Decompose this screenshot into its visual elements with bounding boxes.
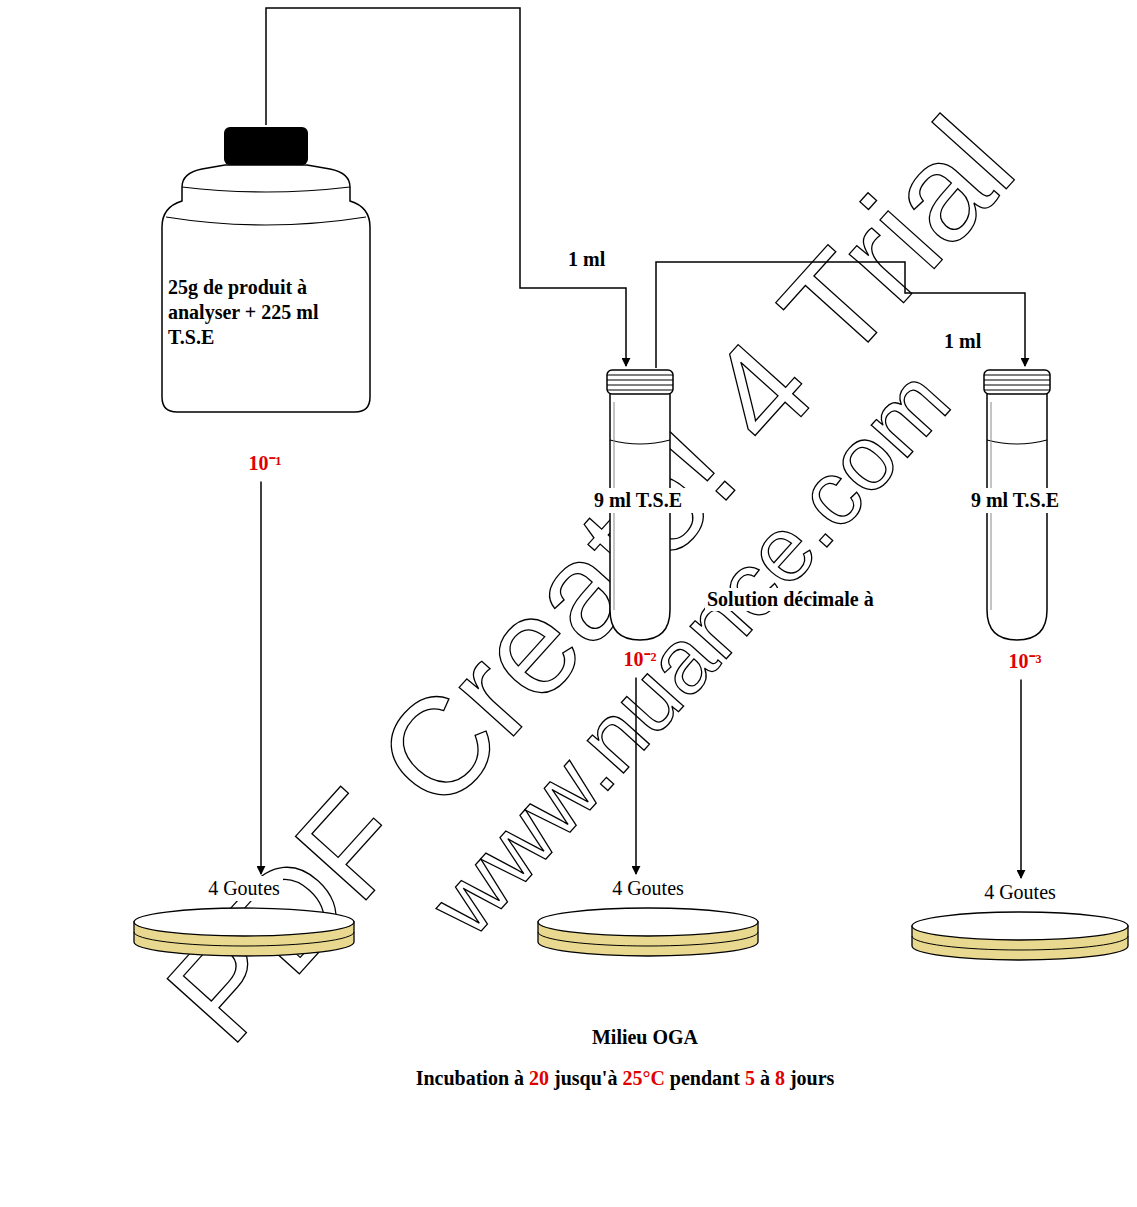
transfer-arrow bbox=[656, 262, 1025, 368]
dilution-tube: 9 ml T.S.E bbox=[945, 368, 1089, 640]
petri-dish: 4 Goutes bbox=[910, 880, 1130, 972]
petri-dish: 4 Goutes bbox=[132, 876, 356, 968]
transfer-arrow bbox=[635, 678, 637, 875]
volume-label: 1 ml bbox=[568, 248, 605, 271]
volume-label: 1 ml bbox=[944, 330, 981, 353]
watermark: www.nuance.com bbox=[410, 349, 970, 955]
dilution-label: 10⁻¹ bbox=[247, 449, 284, 476]
content-label: 9 ml T.S.E bbox=[568, 488, 708, 513]
bottle-outline bbox=[160, 125, 372, 415]
dilution-note: Solution décimale à bbox=[705, 588, 876, 611]
transfer-arrow bbox=[1020, 680, 1022, 879]
dilution-tube: 9 ml T.S.E bbox=[568, 368, 712, 640]
dish-label: 4 Goutes bbox=[609, 876, 687, 901]
dish-label: 4 Goutes bbox=[205, 876, 283, 901]
incubation-note: Incubation à 20 jusqu'à 25°C pendant 5 à… bbox=[414, 1067, 837, 1090]
petri-dish: 4 Goutes bbox=[536, 876, 760, 968]
transfer-arrow bbox=[260, 482, 262, 875]
content-label: 9 ml T.S.E bbox=[945, 488, 1085, 513]
dilution-label: 10⁻² bbox=[622, 645, 659, 672]
dish-label: 4 Goutes bbox=[981, 880, 1059, 905]
dilution-label: 10⁻³ bbox=[1007, 647, 1044, 674]
sample-bottle: 25g de produit à analyser + 225 ml T.S.E bbox=[160, 125, 372, 415]
medium-name: Milieu OGA bbox=[590, 1026, 700, 1049]
content-label: 25g de produit à analyser + 225 ml T.S.E bbox=[168, 275, 333, 350]
